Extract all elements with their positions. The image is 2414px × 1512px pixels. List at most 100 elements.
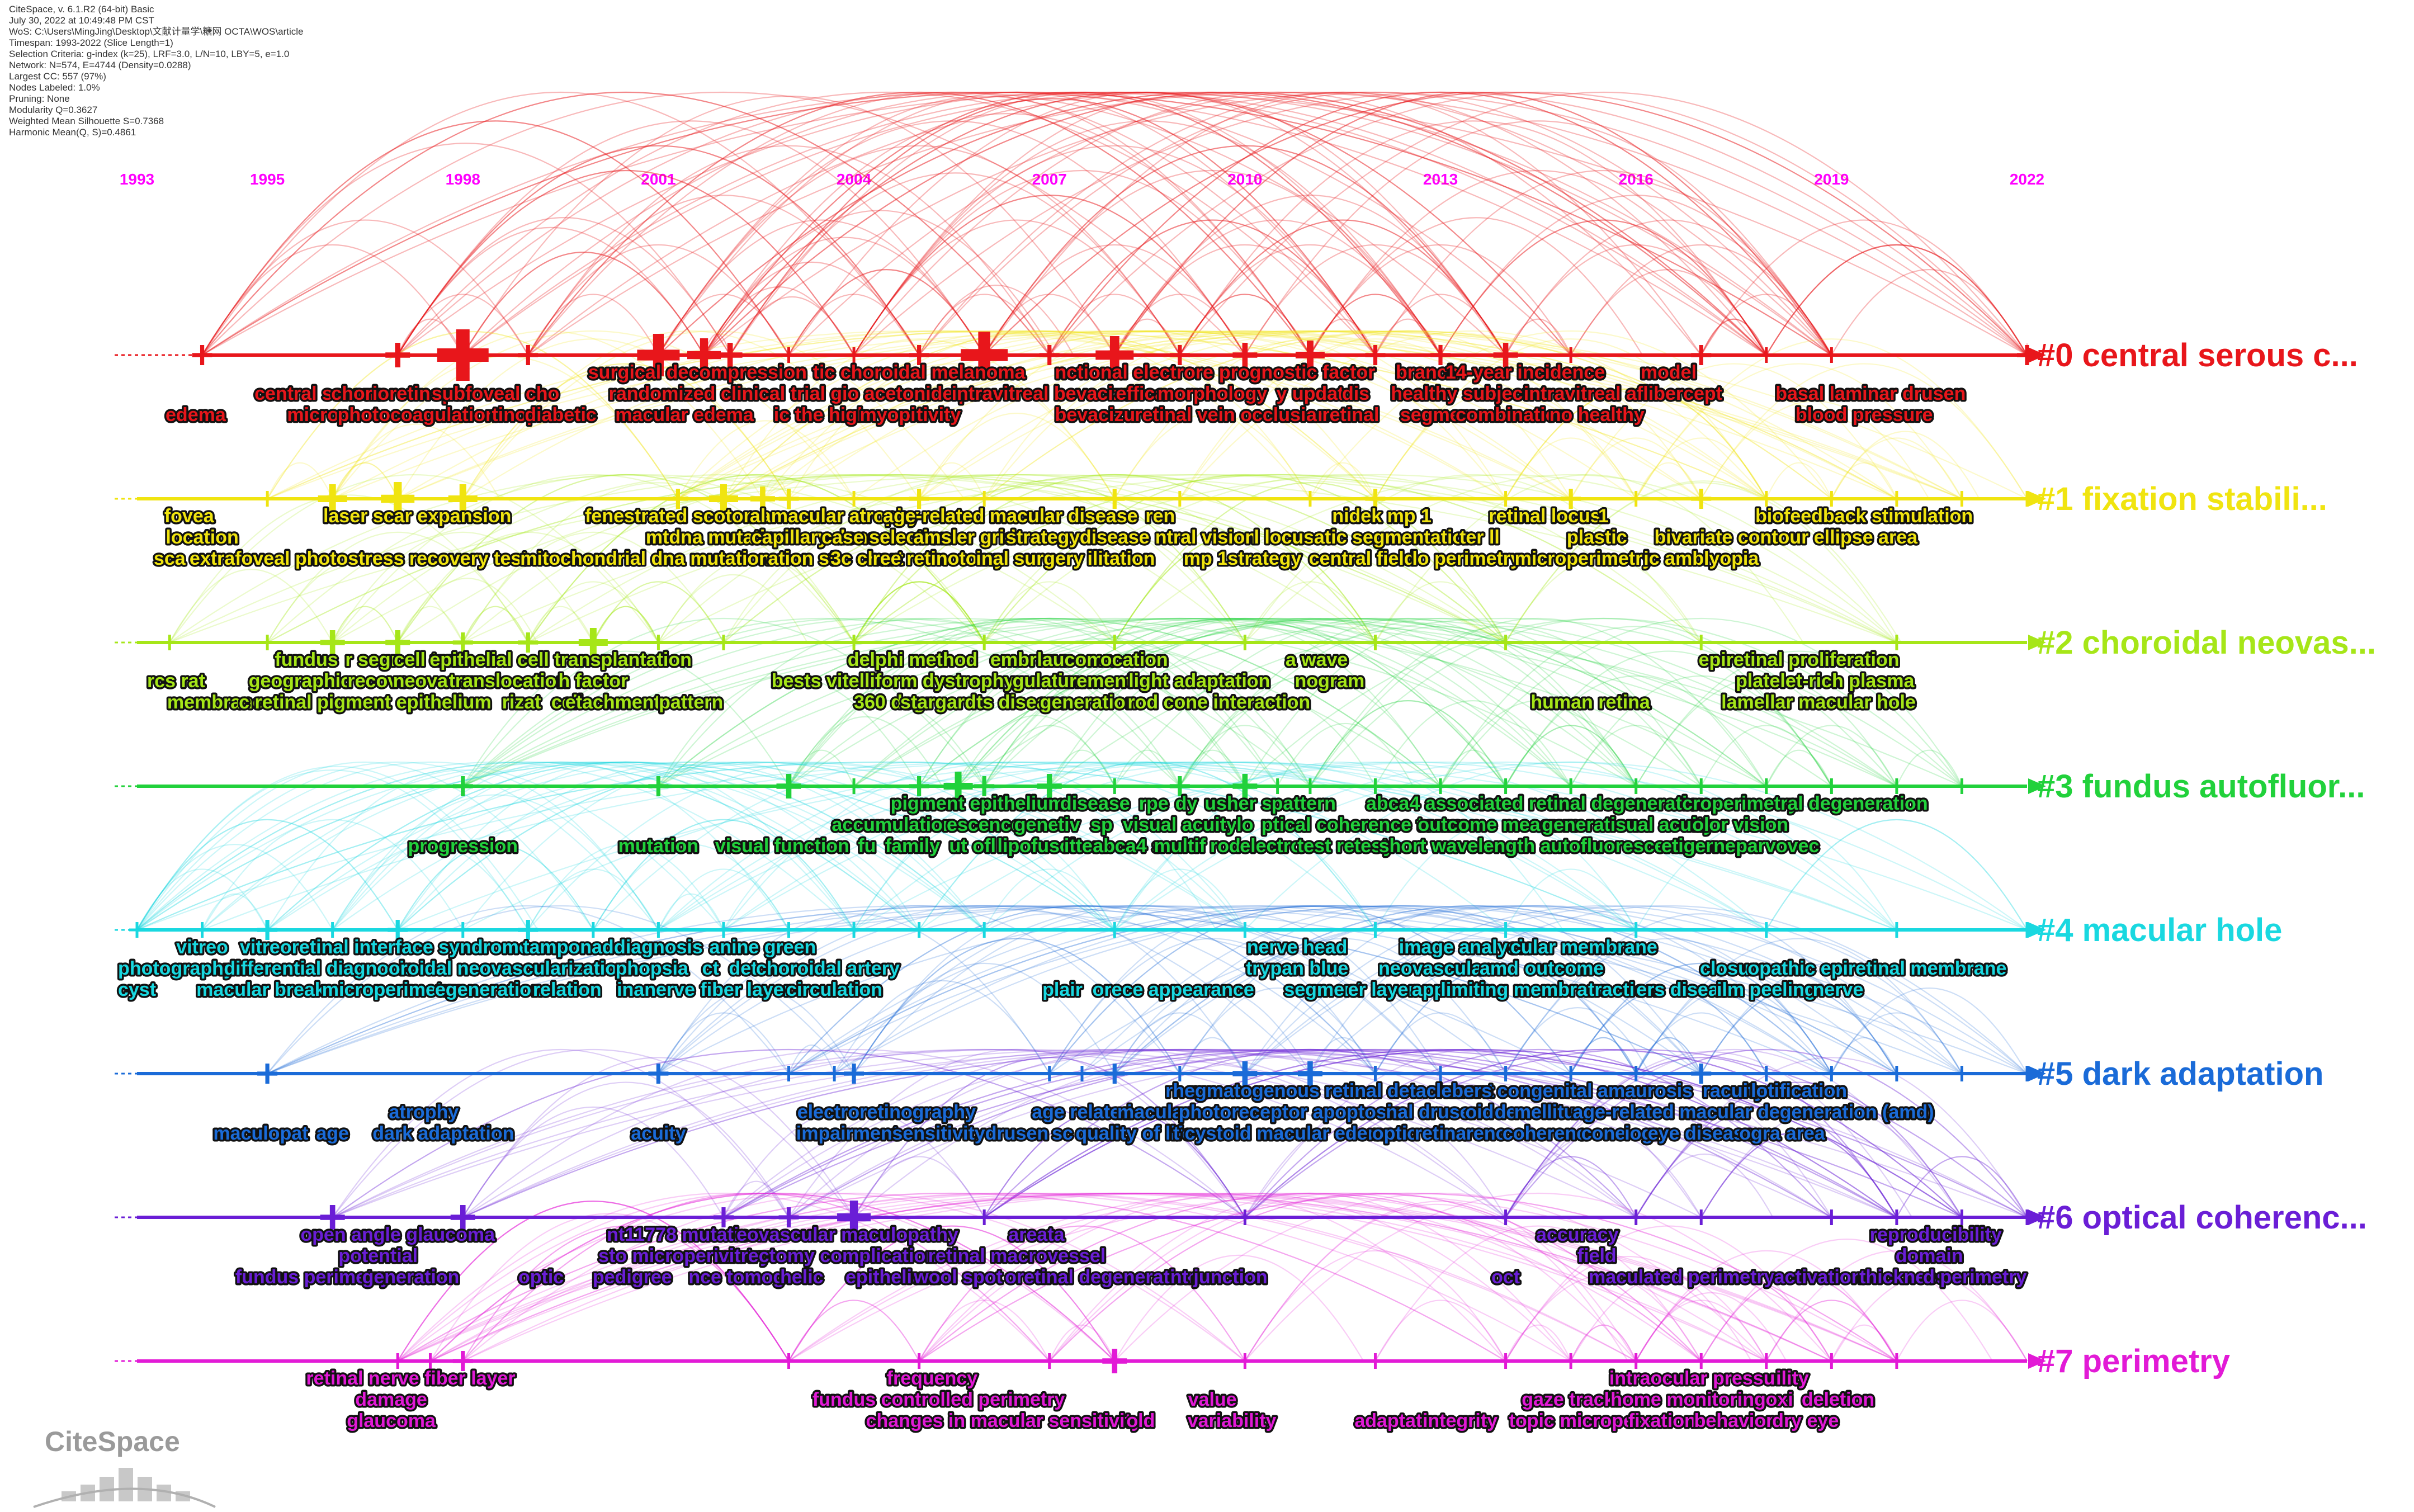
citation-arc [984, 145, 1506, 356]
cluster-name: #3 fundus autofluor... [2037, 768, 2365, 805]
keyword-label: ic the high [774, 404, 869, 426]
keyword-label: atrophy [389, 1102, 459, 1123]
cluster-node [381, 482, 415, 516]
citation-arc [1048, 905, 1572, 1074]
keyword-label: etachment [565, 692, 660, 713]
cluster-node [1104, 489, 1125, 509]
citation-arc [1635, 1300, 1767, 1362]
citation-arc [201, 91, 1050, 356]
citation-arc [1831, 987, 2028, 1074]
citation-arc [397, 531, 659, 643]
citation-arc [397, 1201, 790, 1362]
citation-arc [984, 1048, 1897, 1218]
citation-arc [429, 1192, 1116, 1362]
keyword-label: mellitu [1514, 1102, 1576, 1123]
cluster-node [1758, 347, 1774, 363]
citation-arc [169, 474, 1897, 644]
citation-arc [397, 578, 538, 643]
keyword-label: fenestrated scotoma [585, 505, 772, 527]
citation-arc [1635, 987, 1832, 1074]
citation-arc [788, 1225, 1116, 1362]
keyword-label: strategy [1227, 548, 1301, 569]
citation-arc [723, 338, 1116, 499]
cluster-node [717, 343, 743, 367]
keyword-label: delphi method [848, 649, 977, 670]
citation-arc [1831, 1012, 1963, 1074]
citation-arc [1831, 1324, 1897, 1362]
keyword-label: diabetic [525, 404, 596, 426]
cluster-node [422, 1353, 438, 1369]
citation-arc [201, 120, 790, 356]
citation-arc [1374, 338, 1767, 499]
citation-arc [703, 113, 1311, 356]
citation-arc [853, 1057, 1246, 1218]
citation-arc [462, 1081, 790, 1218]
citation-arc [201, 761, 985, 930]
keyword-label: bevacizu [1055, 404, 1135, 426]
keyword-label: chorioretinopa [331, 383, 465, 404]
keyword-label: al macular atrophy [750, 505, 919, 527]
citation-arc [1179, 219, 1506, 356]
citation-arc [788, 905, 1702, 1074]
citation-arc [1635, 1081, 1963, 1218]
keyword-label: limiting membrane [1440, 979, 1609, 1000]
keyword-label: electro [1240, 835, 1302, 857]
citation-arc [918, 330, 1376, 499]
keyword-label: translocation [449, 670, 568, 692]
citation-arc [703, 237, 985, 356]
citation-arc [1114, 749, 1180, 787]
citation-arc [918, 675, 1180, 787]
citation-arc [658, 91, 1767, 356]
citation-arc [788, 330, 1702, 499]
citation-arc [1700, 1131, 1897, 1218]
citation-arc [397, 318, 464, 356]
cluster-node [450, 1205, 475, 1230]
citation-arc [984, 330, 1832, 499]
citation-arc [853, 474, 1897, 643]
citation-arc [332, 1048, 790, 1218]
citation-arc [527, 474, 1506, 643]
citation-arc [853, 92, 2028, 356]
citation-arc [984, 725, 1116, 787]
citation-arc [1244, 1250, 1506, 1362]
citation-arc [918, 762, 1897, 930]
keyword-label: micrope [1560, 1410, 1634, 1431]
citation-arc [918, 618, 1767, 787]
citation-arc [462, 1106, 724, 1218]
cluster-node [1433, 1066, 1449, 1081]
citation-arc [267, 474, 1506, 643]
keyword-label: activation [1774, 1267, 1863, 1288]
citation-arc [462, 618, 1637, 787]
cluster-node [826, 1066, 843, 1081]
citation-arc [762, 330, 1311, 499]
citation-arc [918, 285, 1074, 356]
citation-arc [658, 913, 1050, 1074]
citation-arc [397, 226, 705, 356]
citation-arc [1505, 725, 1637, 787]
citation-arc [136, 762, 659, 930]
keyword-label: abca4 s [1093, 835, 1163, 857]
cluster-name: #5 dark adaptation [2037, 1056, 2323, 1092]
citation-arc [1048, 1193, 1702, 1362]
keyword-label: fundus [275, 649, 338, 670]
citation-arc [1374, 1225, 1702, 1362]
citation-arc [1244, 1203, 1629, 1362]
citation-arc [1570, 725, 1702, 787]
citation-arc [332, 330, 763, 499]
citation-arc [703, 210, 1056, 356]
citation-arc [918, 1193, 1897, 1362]
citation-arc [1570, 1324, 1637, 1362]
keyword-label: fundus controlled perimetry [812, 1389, 1065, 1410]
citation-arc [1635, 819, 1897, 930]
citation-arc [332, 1048, 1246, 1218]
cluster-node [778, 1207, 799, 1227]
citation-arc [397, 91, 1767, 356]
citation-arc [462, 1049, 1897, 1218]
keyword-label: nt junction [1170, 1267, 1268, 1288]
cluster-node [846, 778, 862, 794]
citation-arc [703, 92, 1441, 356]
citation-arc [658, 219, 985, 356]
citation-arc [1700, 1275, 1897, 1362]
citation-arc [788, 1049, 1897, 1218]
